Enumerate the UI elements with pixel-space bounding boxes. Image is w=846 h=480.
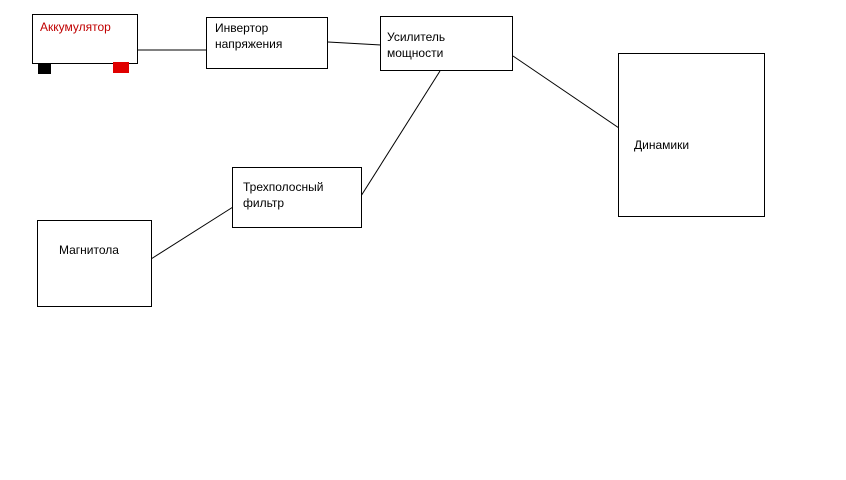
- inverter-block: Инвертор напряжения: [206, 17, 328, 69]
- amplifier-label: Усилитель мощности: [387, 30, 446, 60]
- connector-amplifier-speakers: [512, 55, 620, 129]
- battery-negative-terminal: [38, 63, 51, 74]
- filter-label: Трехполосный фильтр: [243, 180, 324, 210]
- inverter-label: Инвертор напряжения: [215, 21, 283, 51]
- radio-label: Магнитола: [59, 243, 119, 257]
- radio-block: Магнитола: [37, 220, 152, 307]
- battery-positive-terminal: [113, 62, 129, 73]
- speakers-block: Динамики: [618, 53, 765, 217]
- connector-filter-amplifier: [360, 70, 441, 197]
- battery-block: Аккумулятор: [32, 14, 138, 64]
- speakers-label: Динамики: [634, 138, 690, 152]
- connector-radio-filter: [150, 206, 234, 260]
- battery-label: Аккумулятор: [40, 20, 111, 34]
- filter-block: Трехполосный фильтр: [232, 167, 362, 228]
- connector-inverter-amplifier: [327, 41, 382, 46]
- amplifier-block: Усилитель мощности: [380, 16, 513, 71]
